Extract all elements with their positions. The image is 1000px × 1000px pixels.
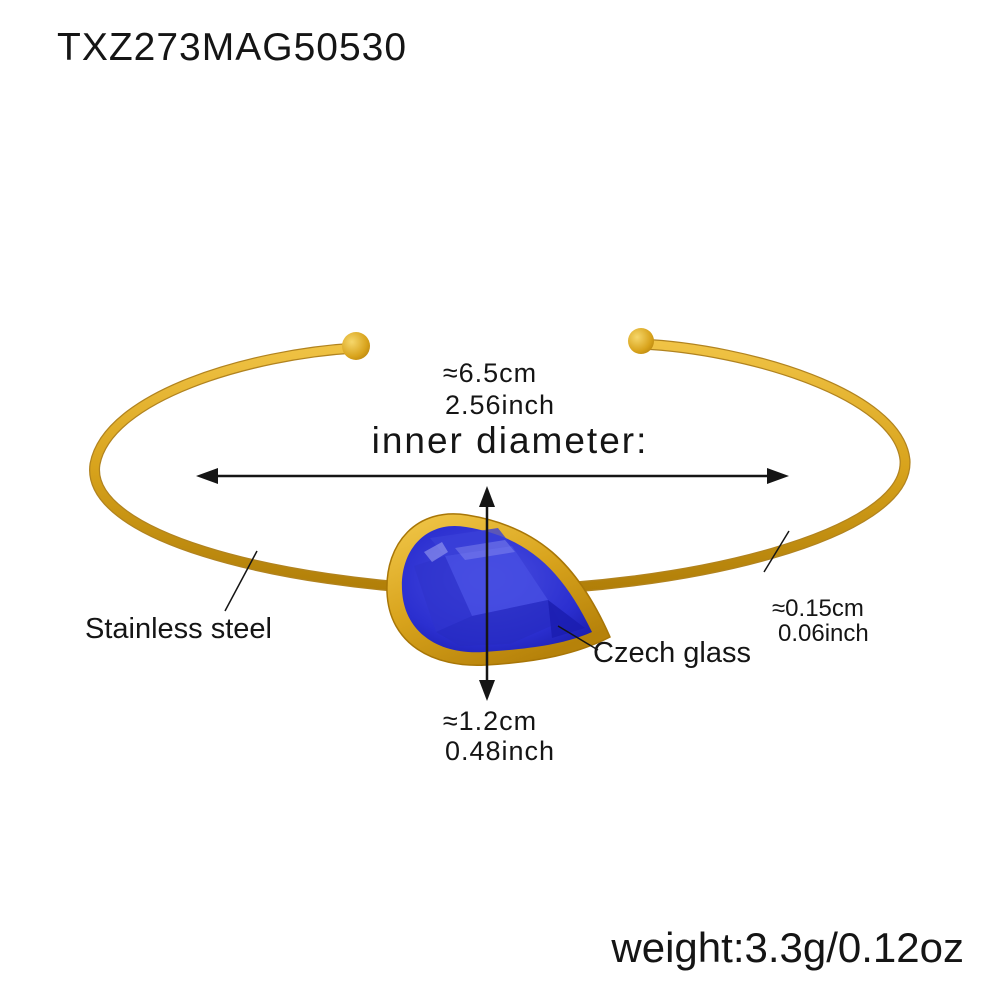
stainless-steel-pointer-line	[224, 550, 258, 612]
cuff-ball-left	[342, 332, 370, 360]
product-code: TXZ273MAG50530	[57, 26, 408, 69]
stone-height-cm-label: ≈1.2cm	[442, 706, 538, 736]
band-material-label: Stainless steel	[85, 613, 272, 645]
czech-glass-pointer-line	[557, 625, 599, 651]
cuff-ball-right	[628, 328, 654, 354]
wire-thickness-cm-label: ≈0.15cm	[772, 595, 864, 622]
weight-label: weight:3.3g/0.12oz	[611, 924, 964, 971]
stone-material-label: Czech glass	[593, 637, 751, 669]
inner-diameter-inch-label: 2.56inch	[444, 390, 556, 420]
wire-thickness-inch-label: 0.06inch	[778, 620, 869, 647]
inner-diameter-cm-label: ≈6.5cm	[442, 358, 538, 388]
stone-height-inch-label: 0.48inch	[444, 736, 556, 766]
stone-height-arrow	[479, 486, 495, 701]
inner-diameter-arrow	[196, 468, 789, 484]
stone-glass	[401, 525, 592, 653]
inner-diameter-title: inner diameter:	[371, 420, 649, 461]
wire-thickness-tick	[763, 530, 790, 573]
